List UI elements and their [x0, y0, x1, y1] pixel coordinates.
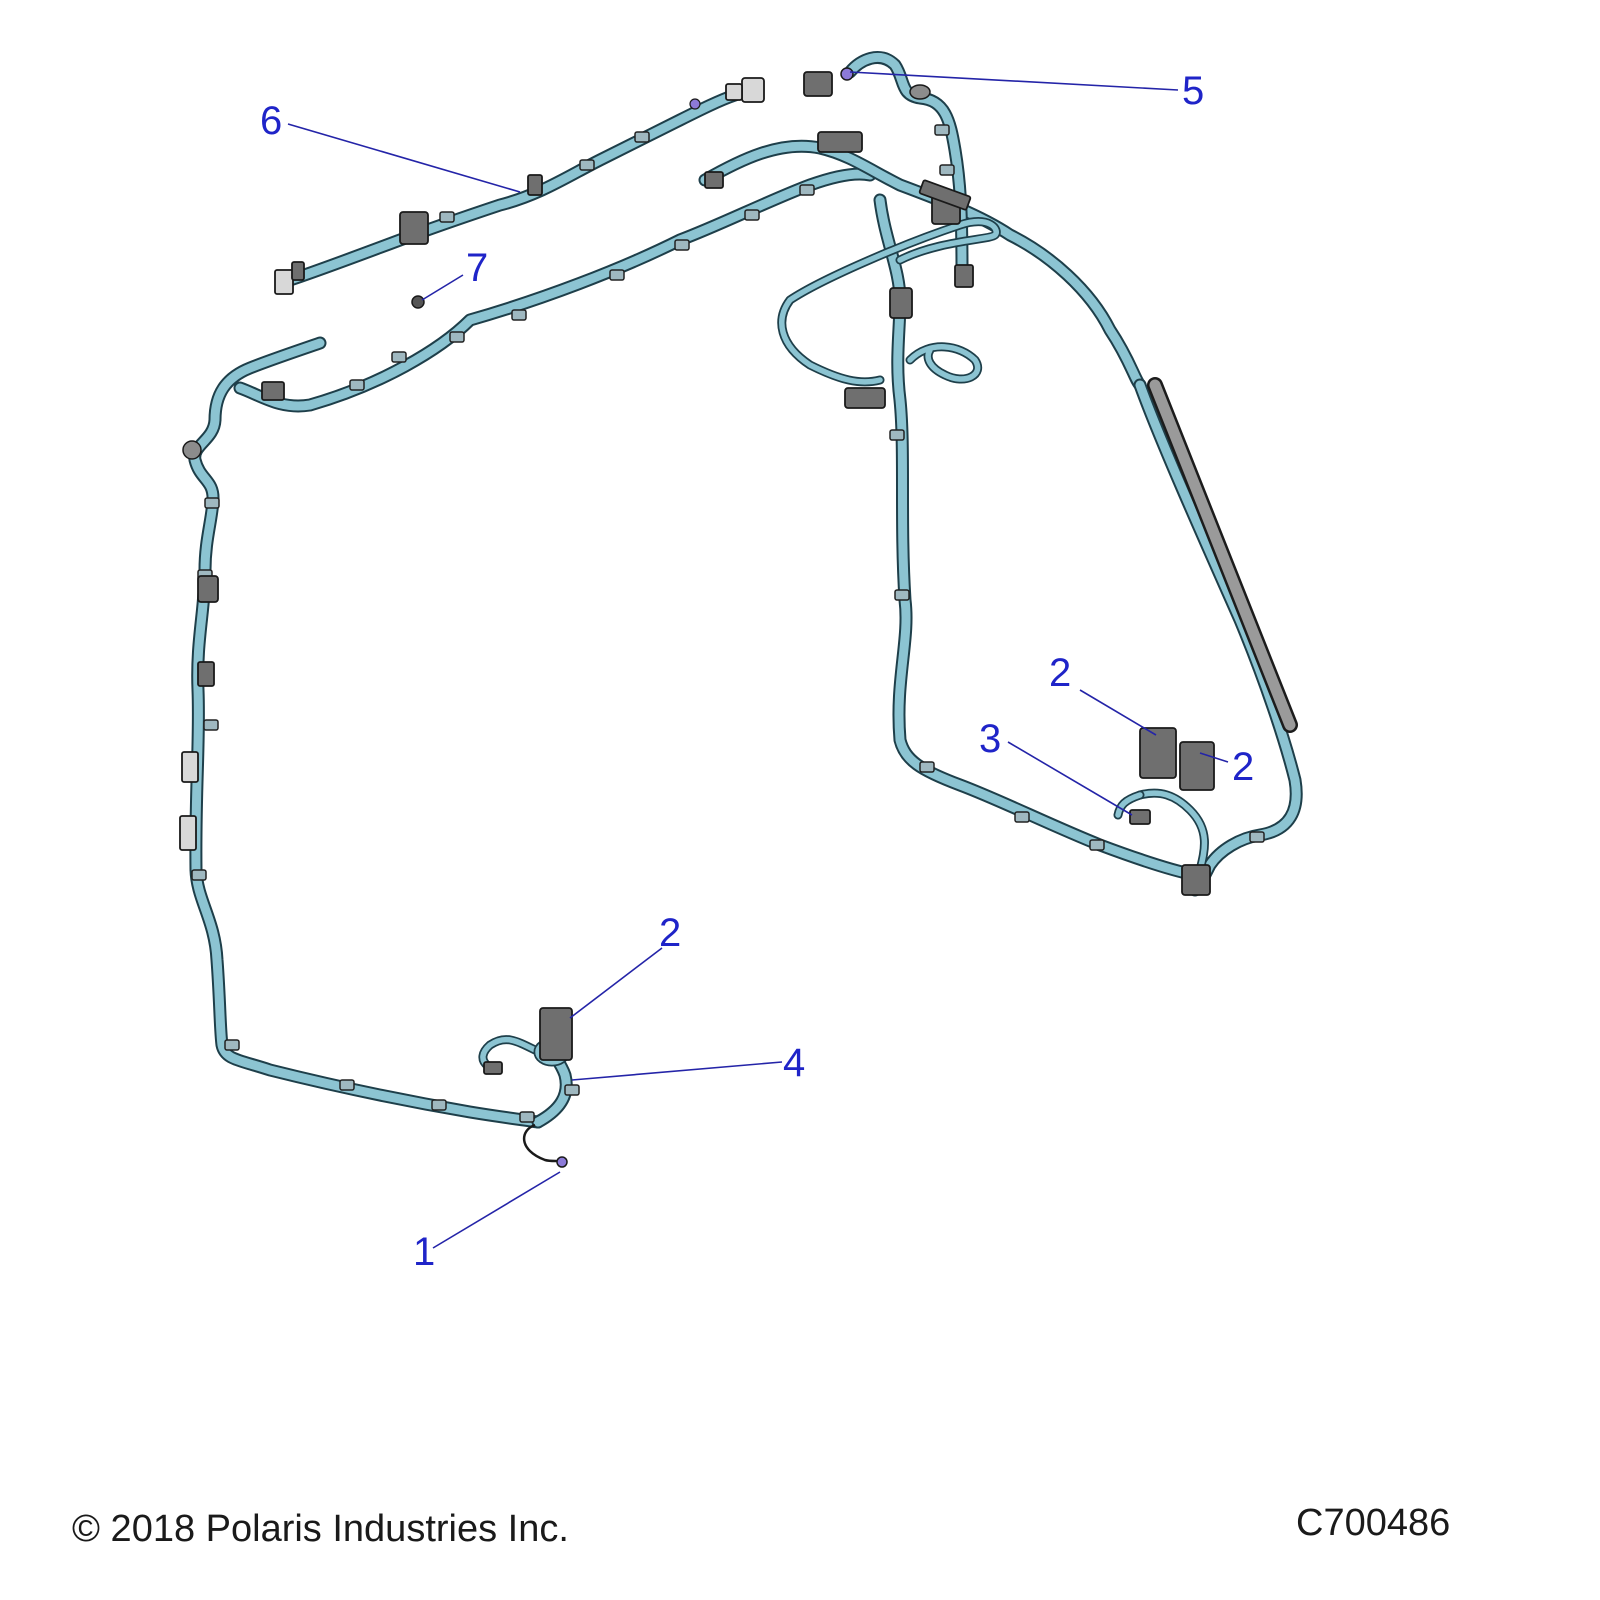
callout-4: 4 — [783, 1041, 805, 1085]
leader-3 — [1007, 741, 1133, 816]
connector-item-2-right — [1179, 741, 1215, 791]
copyright-notice: © 2018 Polaris Industries Inc. — [72, 1508, 569, 1550]
leader-lines — [287, 71, 1229, 1249]
connector-item-2-left — [1139, 727, 1177, 779]
callout-2a: 2 — [1049, 651, 1071, 695]
connector-item-5 — [803, 71, 833, 97]
conduit-tube — [1147, 377, 1298, 733]
callout-3: 3 — [979, 717, 1001, 761]
sensor-item-1 — [556, 1156, 568, 1168]
leader-2a — [1079, 689, 1157, 736]
connectors — [179, 67, 1215, 1168]
leader-2c — [569, 947, 663, 1019]
connector-item-3 — [1129, 809, 1151, 825]
diagram-part-number: C700486 — [1296, 1502, 1451, 1544]
callout-1: 1 — [413, 1230, 435, 1274]
harness-clips — [191, 124, 1265, 1123]
callout-2c: 2 — [659, 911, 681, 955]
leader-4 — [571, 1061, 783, 1081]
leader-6 — [287, 123, 521, 193]
connector-item-2-lower — [539, 1007, 573, 1061]
leader-5 — [849, 71, 1179, 91]
callout-5: 5 — [1182, 69, 1204, 113]
callout-7: 7 — [466, 246, 488, 290]
main-harness — [188, 167, 877, 1164]
callout-2b: 2 — [1232, 745, 1254, 789]
callout-6: 6 — [260, 99, 282, 143]
leader-2b — [1199, 752, 1229, 763]
leader-7 — [421, 274, 464, 301]
fastener-item-7 — [411, 295, 425, 309]
callout-numbers: 6 5 7 2 3 2 2 4 1 — [260, 69, 1254, 1274]
leader-1 — [432, 1171, 561, 1249]
